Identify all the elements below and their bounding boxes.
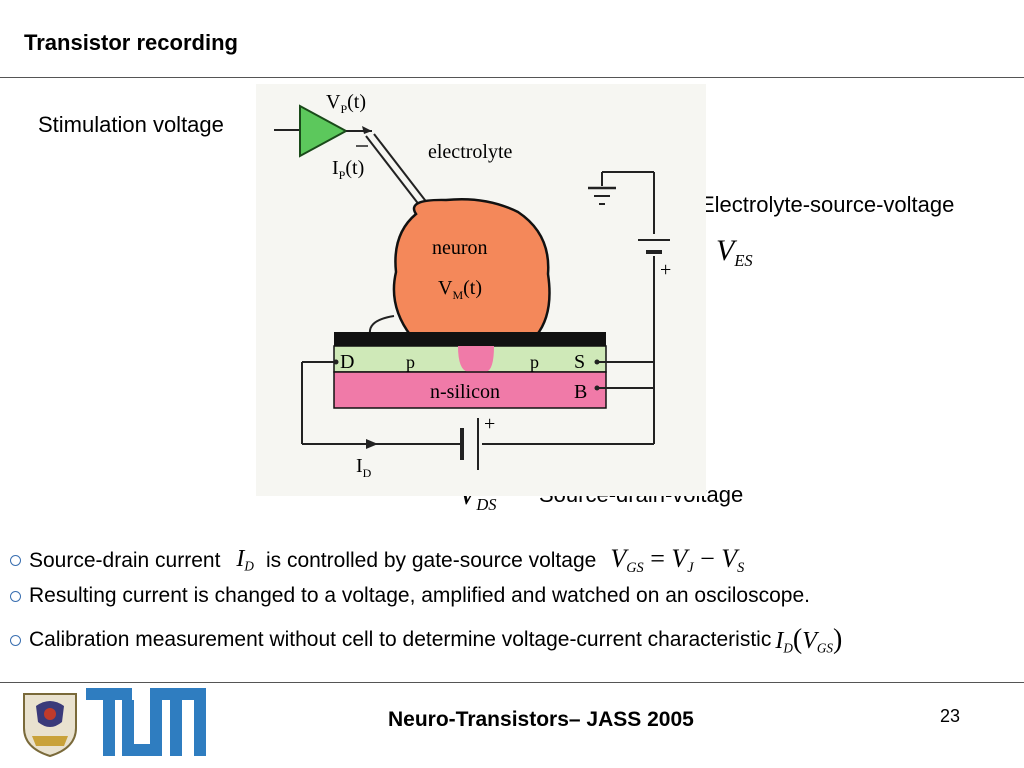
tum-logo xyxy=(86,688,206,756)
transistor-circuit-diagram: VP(t) IP(t) electrolyte neuron VM(t) D p… xyxy=(256,84,706,496)
bullet-marker-icon xyxy=(10,634,21,646)
drain-label: D xyxy=(340,351,354,373)
footer-title: Neuro-Transistors– JASS 2005 xyxy=(388,708,694,731)
stimulation-voltage-label: Stimulation voltage xyxy=(38,112,224,137)
bullet-1: Source-drain current ID is controlled by… xyxy=(10,544,744,577)
bullet-1-text-after: is controlled by gate-source voltage xyxy=(265,548,597,572)
bullet-1-text-before: Source-drain current xyxy=(29,548,221,572)
amplifier-icon xyxy=(299,104,349,158)
bullet-marker-icon xyxy=(10,555,21,566)
source-label: S xyxy=(574,351,585,373)
electrode-line-right xyxy=(373,133,429,205)
id-label: ID xyxy=(356,455,372,480)
bulk-label: B xyxy=(574,381,587,403)
vds-plus-label: + xyxy=(484,413,495,435)
bullet-3-text: Calibration measurement without cell to … xyxy=(29,628,772,652)
id-arrow-icon xyxy=(366,439,378,449)
ves-plus-label: + xyxy=(660,259,671,281)
gate-insulator xyxy=(334,332,606,346)
bullet-1-equation: VGS = VJ − VS xyxy=(610,544,745,576)
university-crest-icon xyxy=(23,693,77,758)
bulk-node xyxy=(594,385,600,391)
header-divider xyxy=(0,77,1024,78)
neuron-label: neuron xyxy=(432,237,488,259)
bullet-2: Resulting current is changed to a voltag… xyxy=(10,584,810,608)
bullet-marker-icon xyxy=(10,590,21,602)
p-right-label: p xyxy=(530,352,539,372)
page-title: Transistor recording xyxy=(24,30,238,55)
bullet-3-math: ID(VGS) xyxy=(775,624,843,656)
p-left-label: p xyxy=(406,352,415,372)
n-silicon-label: n-silicon xyxy=(430,381,500,403)
bullet-3: Calibration measurement without cell to … xyxy=(10,624,842,657)
neuron-contact-wire xyxy=(368,315,395,335)
bullet-2-text: Resulting current is changed to a voltag… xyxy=(29,584,810,607)
drain-node xyxy=(333,359,339,365)
electrode-line-left xyxy=(365,135,421,207)
vp-label: VP(t) xyxy=(326,91,366,116)
vm-label: VM(t) xyxy=(438,277,482,302)
source-node xyxy=(594,359,600,365)
page-number: 23 xyxy=(940,706,961,726)
ves-caption: Electrolyte-source-voltage xyxy=(700,192,955,217)
channel-region xyxy=(458,346,494,372)
ip-label: IP(t) xyxy=(332,157,364,182)
n-silicon-substrate xyxy=(333,371,607,409)
footer-divider xyxy=(0,682,1024,683)
ves-symbol: VES xyxy=(716,234,753,270)
electrolyte-label: electrolyte xyxy=(428,141,513,163)
neuron-cell xyxy=(392,197,551,338)
vp-arrow-icon xyxy=(362,126,372,134)
bullet-1-math-id: ID xyxy=(236,546,254,574)
